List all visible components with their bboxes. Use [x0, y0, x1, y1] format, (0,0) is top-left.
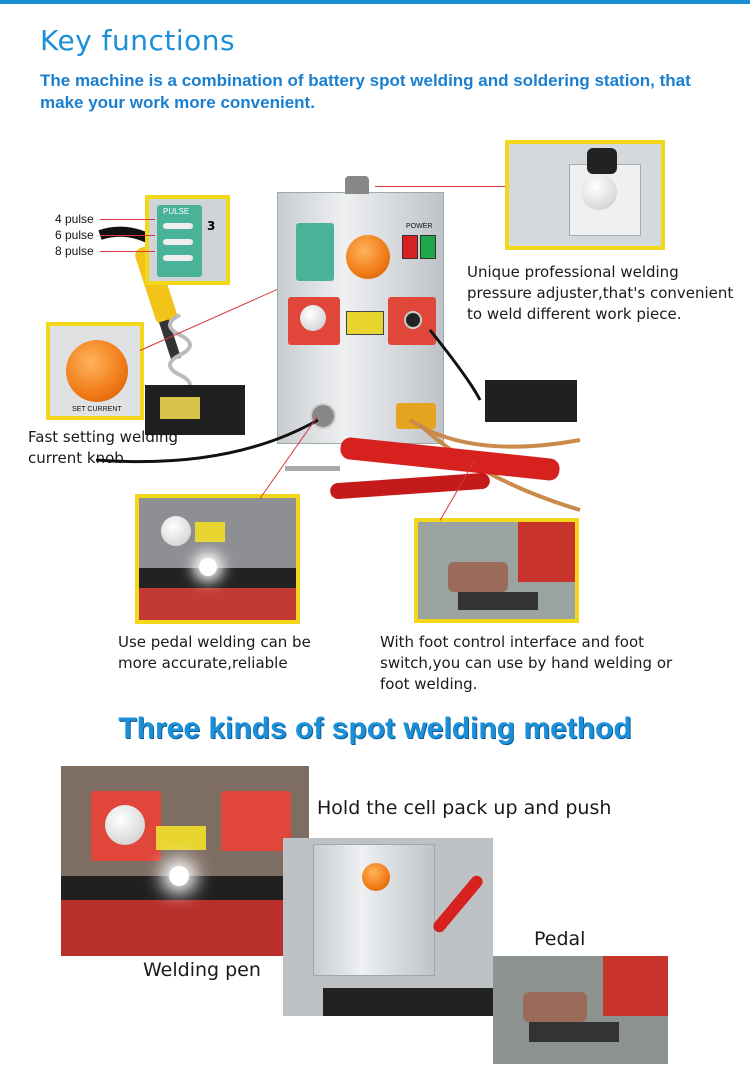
dial-number-3: 3 [207, 219, 216, 233]
callout-knob: Fast setting welding current knob [28, 428, 179, 467]
solder-temp-knob [300, 305, 326, 331]
current-knob-closeup [66, 340, 128, 402]
current-knob-inset: SET CURRENT [46, 322, 144, 420]
section-title-methods: Three kinds of spot welding method [118, 712, 632, 745]
top-accent-bar [0, 0, 750, 4]
photo1-battery-cells [61, 900, 309, 956]
welding-binder-panel [388, 297, 436, 345]
photo3-foot-pedal [529, 1022, 619, 1042]
machine-current-knob [346, 235, 390, 279]
pulse-label-8: 8 pulse [55, 244, 94, 258]
photo2-pen [430, 873, 486, 935]
welding-terminals [346, 311, 384, 335]
pulse-led-6 [163, 239, 193, 245]
pulse-led-8 [163, 255, 193, 261]
leader-line-8-pulse [100, 251, 155, 252]
page-subtitle: The machine is a combination of battery … [40, 71, 691, 112]
pressure-knob-closeup [581, 174, 617, 210]
pressure-rod [587, 148, 617, 174]
pressure-adjuster-top [345, 176, 369, 194]
soldering-iron-stand-photo [90, 225, 260, 445]
inset-battery-holder [139, 568, 296, 588]
welding-machine-body: POWER [277, 192, 444, 444]
power-switch-green [420, 235, 436, 259]
foot-control-inset [414, 518, 579, 623]
photo2-machine [313, 844, 435, 976]
machine-pulse-panel [296, 223, 334, 281]
iron-socket [310, 403, 336, 429]
pedal-welding-inset [135, 494, 300, 624]
method-label-pedal: Pedal [534, 928, 586, 950]
pulse-panel-title: PULSE [163, 207, 190, 216]
method-label-push: Hold the cell pack up and push [317, 797, 612, 819]
callout-pressure: Unique professional welding pressure adj… [467, 263, 734, 323]
solder-panel [288, 297, 340, 345]
photo2-battery-holder [323, 988, 493, 1016]
inset-battery-cells [139, 588, 296, 620]
page-title: Key functions [40, 24, 236, 57]
pressure-adjuster-inset [505, 140, 665, 250]
leader-line-6-pulse [100, 235, 155, 236]
pulse-label-6: 6 pulse [55, 228, 94, 242]
pulse-led-4 [163, 223, 193, 229]
foot-switch-port [404, 311, 422, 329]
photo1-binder-panel [221, 791, 291, 851]
callout-foot-control: With foot control interface and foot swi… [380, 633, 673, 693]
weld-spark [199, 558, 217, 576]
leader-line-4-pulse [100, 219, 155, 220]
inset-foot-pedal [458, 592, 538, 610]
pulse-indicator-inset: PULSE 3 [145, 195, 230, 285]
machine-power-label: POWER [406, 223, 433, 230]
photo1-knob [105, 805, 145, 845]
photo2-knob [362, 863, 390, 891]
photo3-foot [523, 992, 587, 1022]
photo1-solder-panel [91, 791, 161, 861]
leader-line-pressure [375, 186, 505, 187]
pulse-label-4: 4 pulse [55, 212, 94, 226]
inset-solder-knob [161, 516, 191, 546]
inset-terminals [195, 522, 225, 542]
knob-inset-label: SET CURRENT [72, 406, 122, 413]
photo1-terminals [156, 826, 206, 850]
welding-pen-tip [285, 466, 340, 471]
soldering-iron-graphic [98, 226, 245, 435]
foot-pedal-box [485, 380, 577, 422]
inset-red-chair [518, 522, 575, 582]
method-push-photo [61, 766, 309, 956]
method-pedal-photo [493, 956, 668, 1064]
power-switch-red [402, 235, 418, 259]
photo3-red-chair [603, 956, 668, 1016]
callout-pedal-accurate: Use pedal welding can be more accurate,r… [118, 633, 311, 672]
pulse-panel: PULSE [157, 205, 202, 277]
inset-foot [448, 562, 508, 592]
method-label-pen: Welding pen [143, 959, 261, 981]
photo1-spark [169, 866, 189, 886]
method-pen-photo [283, 838, 493, 1016]
